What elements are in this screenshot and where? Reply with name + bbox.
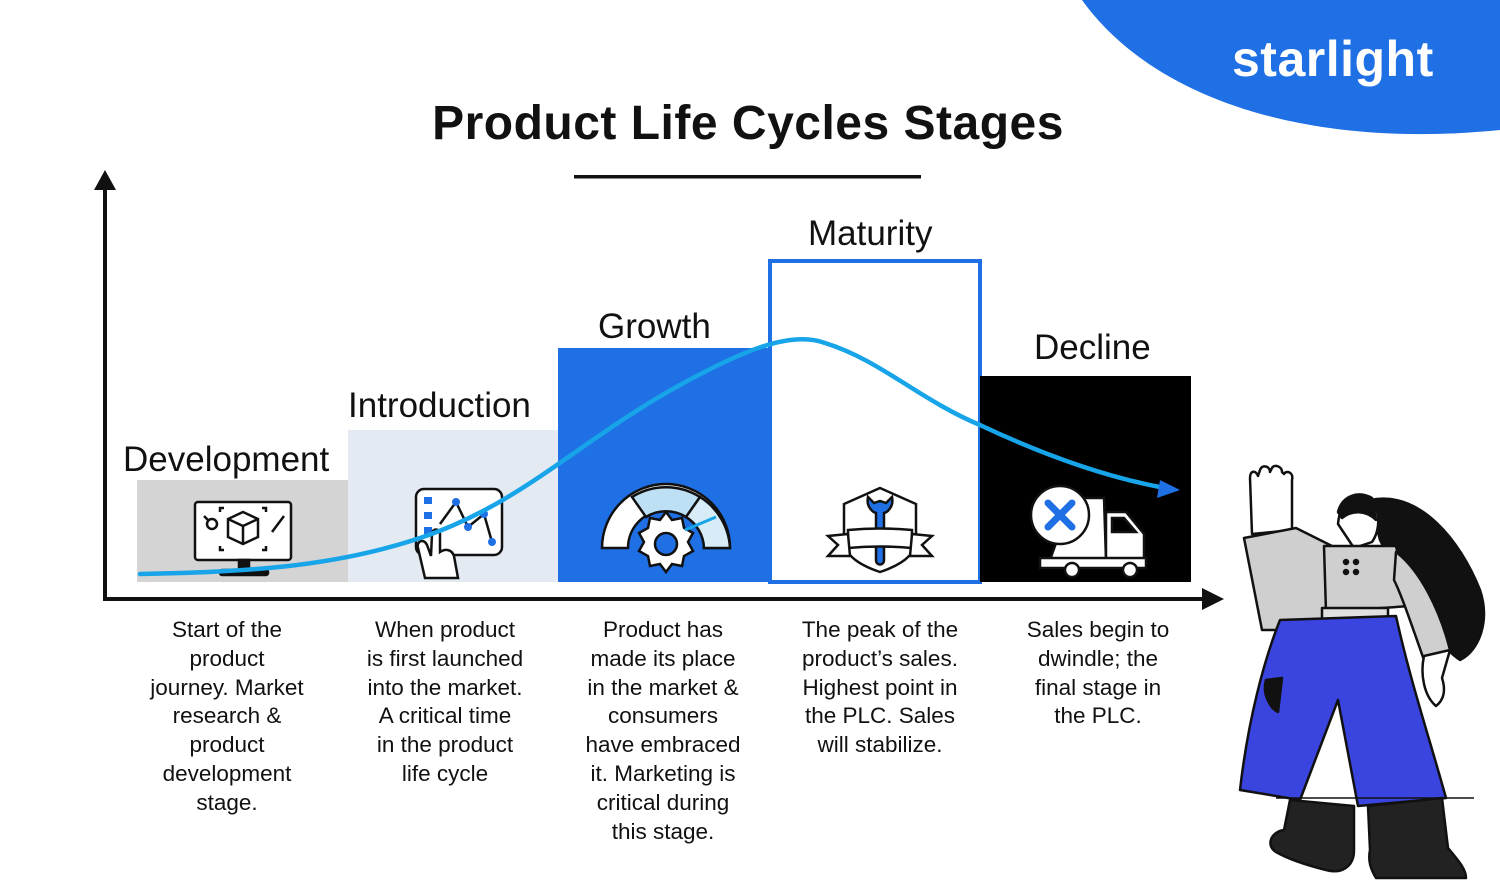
title-underline bbox=[574, 175, 921, 179]
page-title: Product Life Cycles Stages bbox=[432, 97, 1064, 150]
brand-logo: starlight bbox=[1232, 31, 1434, 87]
stage-label-development: Development bbox=[123, 440, 330, 479]
stage-label-maturity: Maturity bbox=[808, 214, 933, 253]
wrench-shield-icon bbox=[825, 486, 935, 574]
stage-label-decline: Decline bbox=[1034, 328, 1151, 367]
curve-arrowhead bbox=[1157, 480, 1180, 498]
stage-label-introduction: Introduction bbox=[348, 386, 531, 425]
stage-label-growth: Growth bbox=[598, 307, 711, 346]
life-cycle-curve bbox=[137, 337, 1168, 577]
cancel-truck-icon bbox=[1029, 484, 1148, 579]
waving-woman-illustration bbox=[1238, 464, 1486, 880]
monitor-cube-icon bbox=[193, 500, 293, 577]
gear-gauge-icon bbox=[600, 482, 732, 575]
axes bbox=[94, 170, 1224, 610]
brand-blob bbox=[1082, 0, 1500, 135]
